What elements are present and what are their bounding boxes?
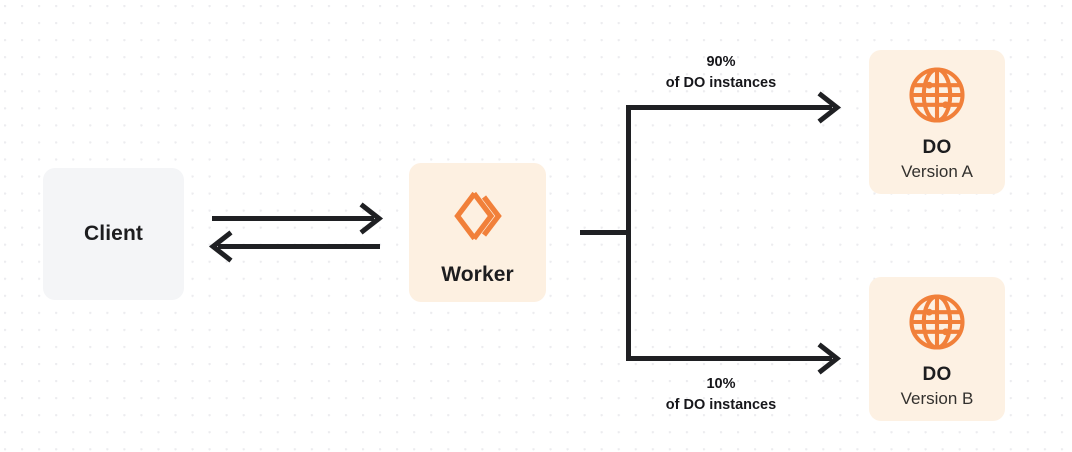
- edge-label-do-a-percent: 90%: [706, 54, 736, 70]
- node-durable-object-b[interactable]: DO Version B: [869, 277, 1005, 421]
- edge-label-do-b-percent: 10%: [706, 376, 736, 392]
- edge-client-to-worker: [212, 202, 384, 235]
- edge-label-do-b: 10% of DO instances: [627, 374, 815, 415]
- node-worker[interactable]: Worker: [409, 163, 546, 302]
- node-durable-object-b-label: DO: [922, 364, 952, 386]
- node-client[interactable]: Client: [43, 168, 184, 300]
- node-durable-object-a[interactable]: DO Version A: [869, 50, 1005, 194]
- edge-label-do-b-detail: of DO instances: [665, 396, 777, 413]
- node-client-label: Client: [84, 222, 143, 245]
- edge-label-do-a: 90% of DO instances: [627, 52, 815, 93]
- durable-object-globe-icon: [907, 65, 967, 125]
- node-durable-object-a-sublabel: Version A: [901, 162, 973, 182]
- node-durable-object-a-label: DO: [922, 137, 952, 159]
- node-durable-object-b-sublabel: Version B: [900, 389, 974, 409]
- durable-object-globe-icon: [907, 292, 967, 352]
- edge-worker-to-client: [208, 230, 380, 263]
- cloudflare-workers-icon: [447, 185, 509, 247]
- edge-branch-to-do-a: [626, 91, 842, 124]
- node-worker-label: Worker: [441, 262, 514, 286]
- edge-branch-to-do-b: [626, 342, 842, 375]
- edge-label-do-a-detail: of DO instances: [665, 74, 777, 91]
